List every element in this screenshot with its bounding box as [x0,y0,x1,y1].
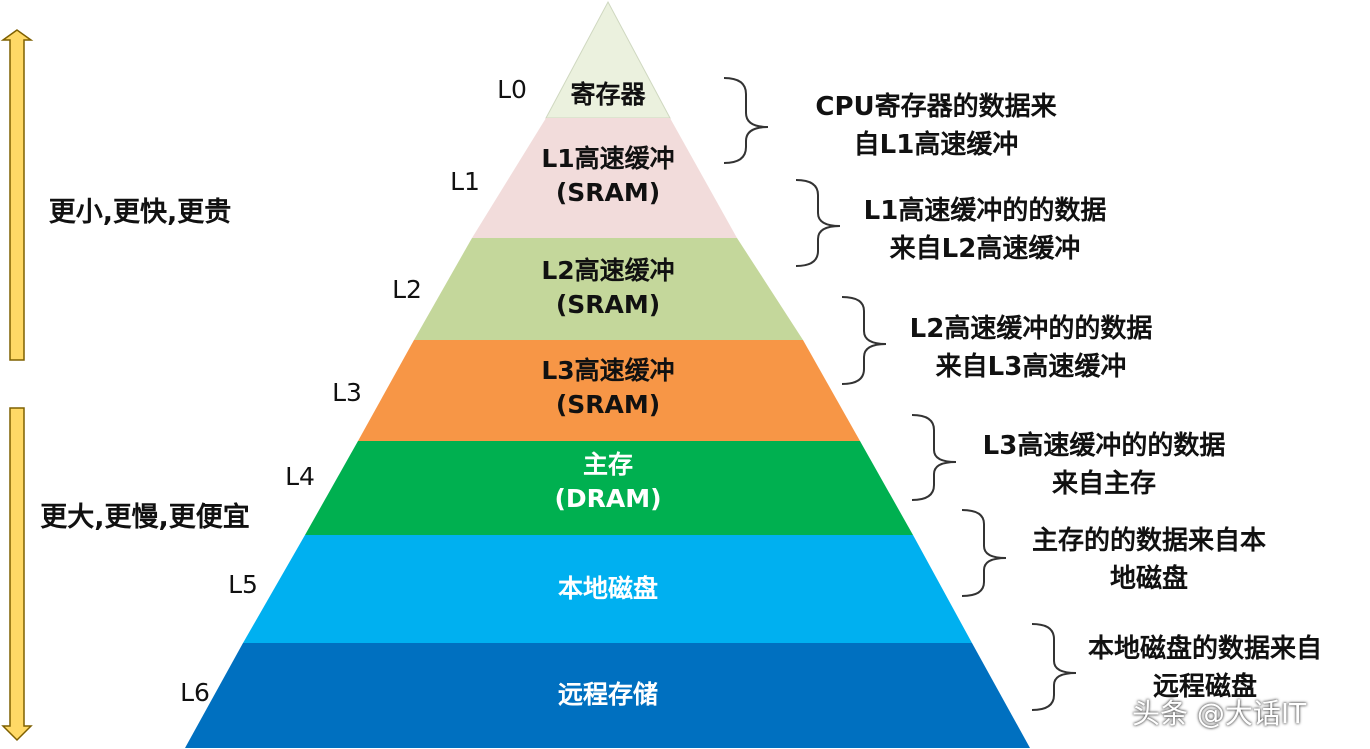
level-l4: L4 [285,462,315,491]
tier-registers-name: 寄存器 [570,80,646,109]
tier-l3-type: (SRAM) [555,390,661,419]
down-arrow-larger [1,407,33,742]
pyramid-layer-l2 [414,238,803,340]
pyramid-layer-l1 [472,118,737,238]
note-registers: CPU寄存器的数据来 自L1高速缓冲 [776,88,1096,164]
tier-l2-type: (SRAM) [555,290,661,319]
tier-l3: L3高速缓冲 (SRAM) [478,354,738,422]
pyramid-layer-main-memory [305,441,913,535]
level-l2: L2 [392,275,422,304]
brace-4 [961,509,1007,597]
brace-1 [795,179,841,267]
tier-l3-name: L3高速缓冲 [541,356,675,385]
note-l2-line2: 来自L3高速缓冲 [935,352,1127,382]
watermark-text: 头条 @大话IT [1132,697,1307,730]
note-main-memory-line1: 主存的的数据来自本 [1031,526,1266,556]
note-l2: L2高速缓冲的的数据 来自L3高速缓冲 [871,310,1191,386]
tier-remote-storage-name: 远程存储 [557,680,658,709]
up-arrow-faster [0,29,34,361]
tier-main-memory-type: (DRAM) [554,484,662,513]
level-l3: L3 [332,378,362,407]
note-local-disk-line2: 远程磁盘 [1152,672,1257,702]
note-l2-line1: L2高速缓冲的的数据 [909,314,1153,344]
note-local-disk-line1: 本地磁盘的数据来自 [1087,634,1322,664]
tier-l1-type: (SRAM) [555,178,661,207]
tier-registers: 寄存器 [478,78,738,112]
note-local-disk: 本地磁盘的数据来自 远程磁盘 [1045,630,1365,706]
note-l1: L1高速缓冲的的数据 来自L2高速缓冲 [825,192,1145,268]
note-l3-line1: L3高速缓冲的的数据 [982,431,1226,461]
note-registers-line2: 自L1高速缓冲 [853,130,1019,160]
brace-3 [911,414,957,501]
note-l1-line1: L1高速缓冲的的数据 [863,196,1107,226]
brace-5 [1031,623,1077,711]
tier-remote-storage: 远程存储 [478,678,738,712]
brace-0 [723,77,769,164]
tier-l2: L2高速缓冲 (SRAM) [478,254,738,322]
label-smaller-faster: 更小,更快,更贵 [48,197,232,228]
level-l1: L1 [450,167,480,196]
braces [723,77,1077,711]
brace-2 [841,296,887,385]
tier-local-disk-name: 本地磁盘 [557,574,658,603]
tier-main-memory: 主存 (DRAM) [478,448,738,516]
tier-l1: L1高速缓冲 (SRAM) [478,142,738,210]
note-l1-line2: 来自L2高速缓冲 [889,234,1081,264]
tier-l2-name: L2高速缓冲 [541,256,675,285]
tier-local-disk: 本地磁盘 [478,572,738,606]
level-l0: L0 [497,75,527,104]
note-main-memory-line2: 地磁盘 [1109,564,1188,594]
tier-main-memory-name: 主存 [582,450,633,479]
label-larger-slower: 更大,更慢,更便宜 [40,502,250,533]
pyramid-layer-remote-storage [185,643,1030,748]
note-main-memory: 主存的的数据来自本 地磁盘 [989,522,1309,598]
pyramid-layer-local-disk [243,535,972,643]
note-l3-line2: 来自主存 [1051,469,1156,499]
level-l6: L6 [180,678,210,707]
tier-l1-name: L1高速缓冲 [541,144,675,173]
level-l5: L5 [228,570,258,599]
note-l3: L3高速缓冲的的数据 来自主存 [944,427,1264,503]
pyramid-layer-l3 [358,340,860,441]
note-registers-line1: CPU寄存器的数据来 [815,92,1057,122]
